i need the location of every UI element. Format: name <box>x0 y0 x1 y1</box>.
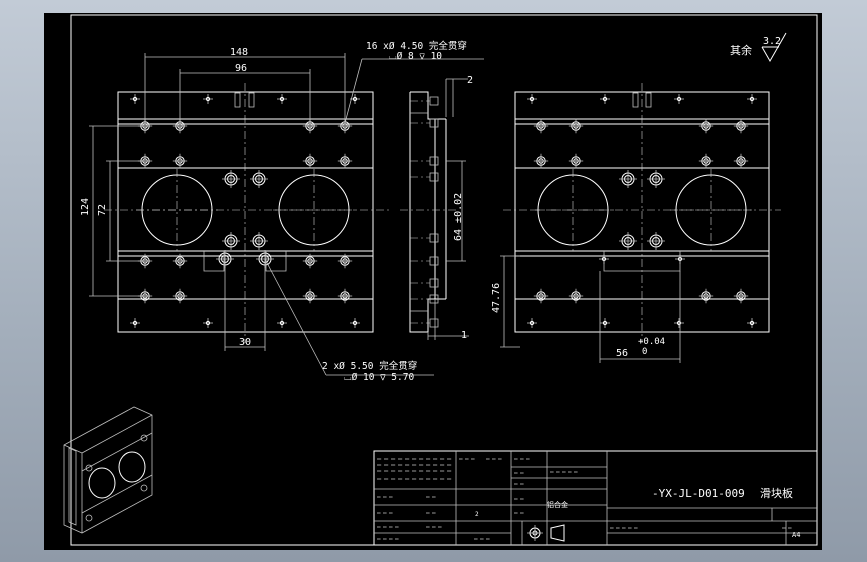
counterbore-hole <box>250 232 268 250</box>
tapped-hole <box>527 94 537 104</box>
tapped-hole <box>203 94 213 104</box>
tapped-hole <box>350 318 360 328</box>
bottom-callout-line2: ⌴Ø 10 ⊽ 5.70 <box>344 372 414 383</box>
front-view-dimensions: 148 96 124 72 30 <box>80 47 346 351</box>
mounting-hole <box>568 118 584 134</box>
top-hole-callout: 16 xØ 4.50 完全贯穿 ⌴Ø 8 ⊽ 10 <box>344 40 484 124</box>
mounting-hole <box>733 288 749 304</box>
mounting-hole <box>172 253 188 269</box>
mounting-hole <box>172 153 188 169</box>
dim-side-thickness-bottom: 1 <box>461 330 467 341</box>
mounting-hole <box>568 288 584 304</box>
side-view-dimensions: 2 64 ±0.02 1 <box>427 75 473 341</box>
side-hole-mark <box>410 294 439 304</box>
mounting-hole <box>302 288 318 304</box>
tapped-hole <box>747 318 757 328</box>
side-hole-mark <box>410 156 439 166</box>
counterbore-hole <box>222 232 240 250</box>
mounting-hole <box>337 253 353 269</box>
side-hole-mark <box>410 256 439 266</box>
mounting-hole <box>337 153 353 169</box>
mounting-hole <box>533 153 549 169</box>
front-view-slot <box>234 92 255 108</box>
counterbore-hole <box>647 232 665 250</box>
drawing-number: -YX-JL-D01-009 <box>652 487 745 500</box>
drawing-sheet: 其余 3.2 <box>44 13 822 550</box>
tapped-hole <box>600 94 610 104</box>
tapped-hole <box>277 94 287 104</box>
dim-hole-spacing: 30 <box>239 337 251 348</box>
mounting-hole <box>698 288 714 304</box>
mounting-hole <box>568 153 584 169</box>
mounting-hole <box>302 153 318 169</box>
tapped-hole <box>527 318 537 328</box>
dim-right-height: 47.76 <box>491 283 502 313</box>
counterbore-hole <box>619 170 637 188</box>
side-hole-mark <box>410 278 439 288</box>
top-callout-line2: ⌴Ø 8 ⊽ 10 <box>389 51 442 62</box>
roughness-note: 其余 <box>730 43 752 57</box>
bottom-callout-line1: 2 xØ 5.50 完全贯穿 <box>322 360 417 372</box>
dim-height-inner: 72 <box>97 204 108 216</box>
isometric-preview <box>63 406 153 534</box>
title-block-small-text <box>377 458 792 540</box>
tapped-hole <box>277 318 287 328</box>
tapped-hole <box>747 94 757 104</box>
side-hole-mark <box>410 96 439 106</box>
material: 铝合金 <box>547 500 568 509</box>
quantity: 2 <box>475 511 479 518</box>
tapped-hole <box>600 318 610 328</box>
counterbore-hole <box>250 170 268 188</box>
tapped-hole <box>674 94 684 104</box>
part-name: 滑块板 <box>760 486 793 500</box>
mounting-hole <box>533 118 549 134</box>
side-hole-mark <box>410 172 439 182</box>
projection-symbol <box>527 524 565 542</box>
mounting-hole <box>698 153 714 169</box>
tapped-hole <box>130 94 140 104</box>
tapped-hole <box>203 318 213 328</box>
side-view-holes <box>410 96 439 328</box>
mounting-hole <box>533 288 549 304</box>
counterbore-hole <box>619 232 637 250</box>
mounting-hole <box>172 288 188 304</box>
right-view-dimensions: 47.76 56 +0.04 0 <box>491 255 681 363</box>
drawing-canvas: 其余 3.2 <box>63 14 818 546</box>
dim-right-offset-tol-lower: 0 <box>642 347 647 357</box>
side-view <box>400 91 456 333</box>
top-callout-line1: 16 xØ 4.50 完全贯穿 <box>366 40 467 52</box>
tapped-hole <box>130 318 140 328</box>
mounting-hole <box>302 253 318 269</box>
sheet-border <box>70 14 818 546</box>
mounting-hole <box>698 118 714 134</box>
dim-height-outer: 124 <box>80 198 91 216</box>
right-view-holes <box>527 94 757 328</box>
tapped-hole <box>674 318 684 328</box>
mounting-hole <box>337 288 353 304</box>
dim-side-height: 64 ±0.02 <box>453 193 464 241</box>
dim-right-offset: 56 <box>616 348 628 359</box>
side-hole-mark <box>410 233 439 243</box>
front-view <box>104 83 389 343</box>
mounting-hole <box>733 153 749 169</box>
right-view <box>503 83 781 343</box>
title-block: -YX-JL-D01-009 滑块板 A4 2 铝合金 <box>373 450 818 546</box>
front-view-bore-right <box>273 169 355 251</box>
sheet-size: A4 <box>792 531 800 539</box>
counterbore-hole <box>647 170 665 188</box>
side-hole-mark <box>410 118 439 128</box>
front-view-bore-left <box>136 169 218 251</box>
side-hole-mark <box>410 318 439 328</box>
bottom-hole-callout: 2 xØ 5.50 完全贯穿 ⌴Ø 10 ⊽ 5.70 <box>264 258 434 383</box>
dim-width-inner: 96 <box>235 63 247 74</box>
roughness-value: 3.2 <box>763 36 781 47</box>
dim-width-outer: 148 <box>230 47 248 58</box>
dim-side-thickness-top: 2 <box>467 75 473 86</box>
counterbore-hole <box>222 170 240 188</box>
mounting-hole <box>733 118 749 134</box>
dim-right-offset-tol-upper: +0.04 <box>638 337 665 347</box>
roughness-mark: 其余 3.2 <box>730 32 787 63</box>
